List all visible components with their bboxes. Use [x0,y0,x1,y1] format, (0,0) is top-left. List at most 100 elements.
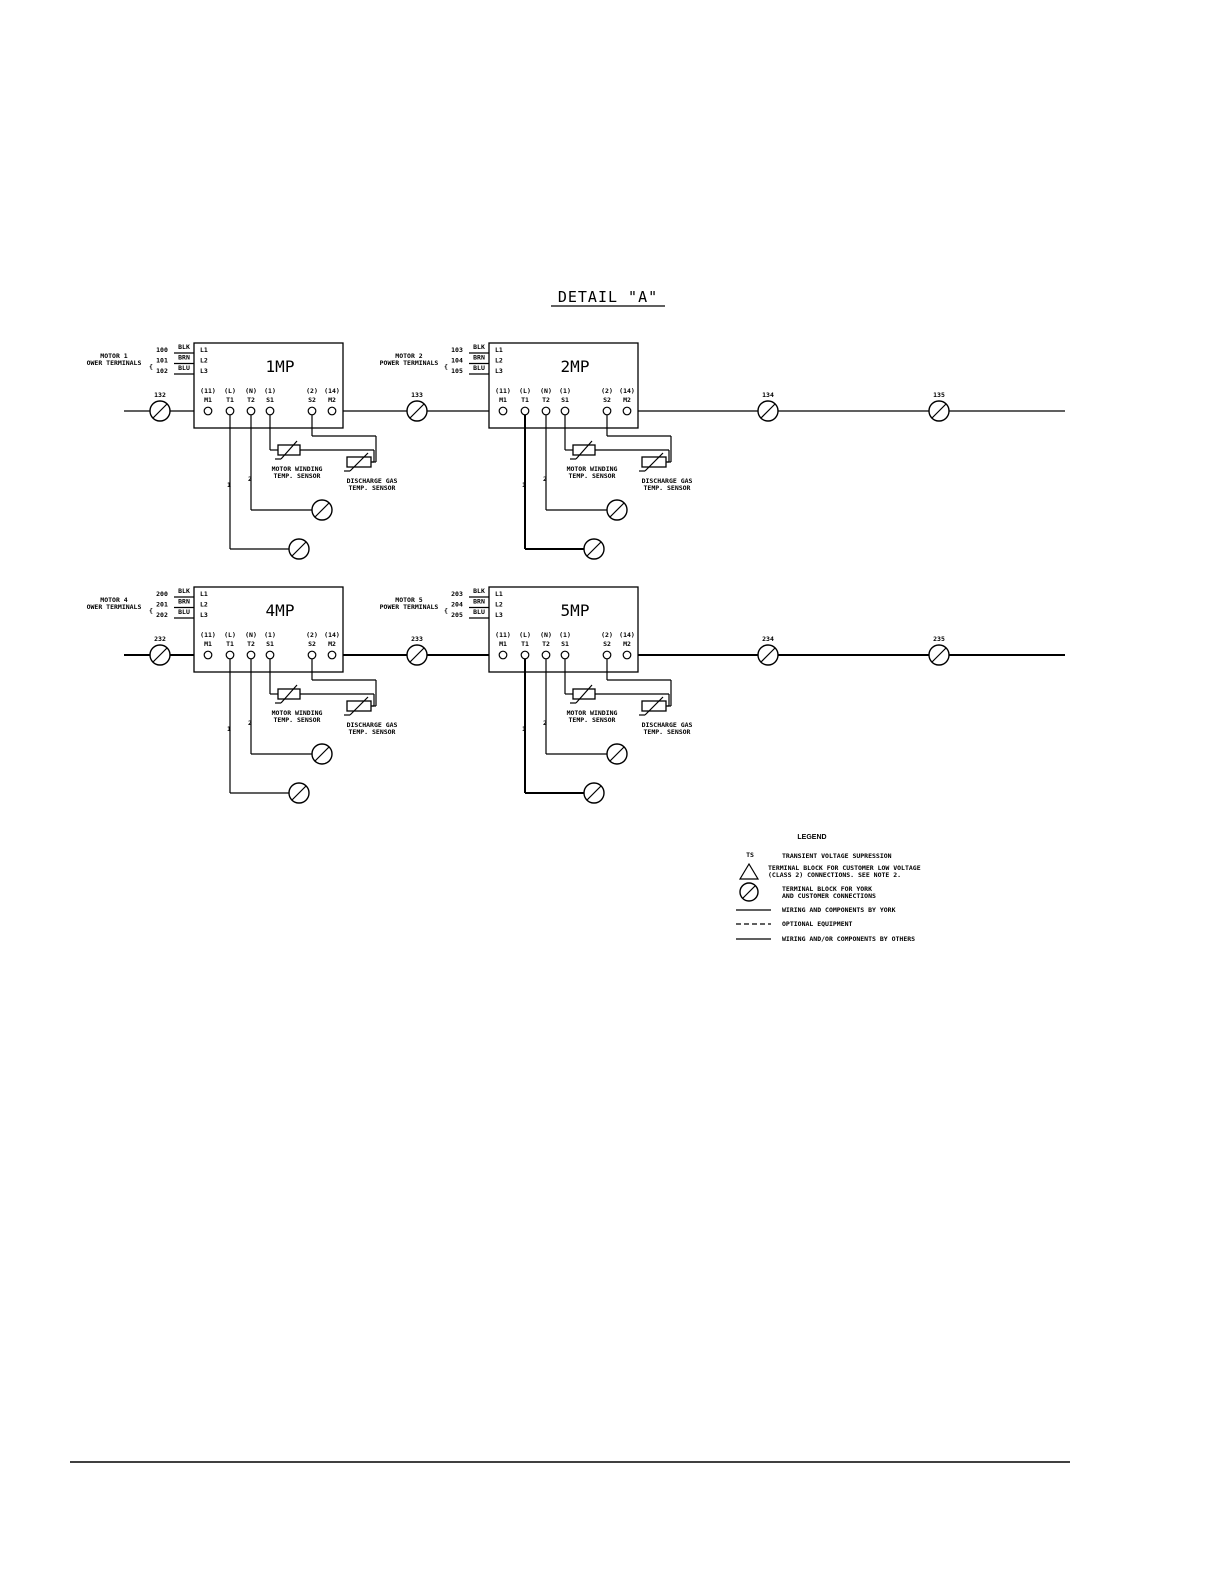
winding-sensor-label: MOTOR WINDING [272,709,323,717]
terminal-slash [760,647,776,663]
terminal-slash [931,647,947,663]
winding-sensor-label: TEMP. SENSOR [569,716,616,724]
terminal-slash [609,746,625,762]
pin-terminal [622,406,632,416]
terminal-slash [609,502,625,518]
terminal-slash [586,541,602,557]
pin-header: (11) [200,631,216,639]
pin-header: (2) [306,387,318,395]
terminal-slash [152,403,168,419]
brace: { [149,363,153,371]
pin-label: S2 [308,396,316,404]
pin-header: (2) [601,387,613,395]
wire-number: 1 [522,725,526,733]
motor-terminals-label: OWER TERMINALS [87,359,142,367]
pin-header: (N) [540,387,552,395]
sensor-slash [575,440,593,460]
motor-label: MOTOR 4 [100,596,127,604]
pin-header: (2) [601,631,613,639]
line-label: L1 [200,346,208,354]
terminal-slash [314,746,330,762]
discharge-sensor-label: DISCHARGE GAS [642,477,693,485]
motor-label: MOTOR 1 [100,352,127,360]
thermistor-icon [639,452,667,472]
sensor-slash [644,452,664,472]
pin-terminal [327,406,337,416]
motor-terminals-label: POWER TERMINALS [380,603,439,611]
legend-title: LEGEND [797,834,826,841]
pin-label: S2 [308,640,316,648]
module-name: 4MP [266,601,295,620]
pin-label: M1 [499,640,507,648]
wire-color: BLU [473,364,485,372]
brace: { [444,363,448,371]
discharge-sensor-label: TEMP. SENSOR [349,728,396,736]
pin-header: (N) [245,387,257,395]
pin-terminal [246,406,256,416]
pin-terminal [520,650,530,660]
pin-label: T2 [542,640,550,648]
pin-header: (L) [519,631,531,639]
pin-header: (1) [559,387,571,395]
winding-sensor-label: MOTOR WINDING [567,709,618,717]
pin-label: M1 [204,396,212,404]
pin-header: (11) [495,631,511,639]
motor-label: MOTOR 2 [395,352,422,360]
wire-color: BRN [473,598,485,606]
terminal-block [288,782,310,804]
power-terminal-number: 203 [451,590,463,598]
discharge-sensor-label: TEMP. SENSOR [644,484,691,492]
line-label: L1 [200,590,208,598]
pin-terminal [307,406,317,416]
wire-number: 2 [248,719,252,727]
brace: { [149,607,153,615]
terminal-slash [409,403,425,419]
line-label: L3 [495,611,503,619]
winding-sensor-label: TEMP. SENSOR [569,472,616,480]
brace: { [444,607,448,615]
thermistor-icon [275,684,301,704]
diagram-title: DETAIL "A" [558,288,658,306]
pin-label: S1 [561,640,569,648]
pin-terminal [327,650,337,660]
terminal-block: 234 [757,635,779,666]
power-terminal-number: 103 [451,346,463,354]
terminal-slash [931,403,947,419]
thermistor-icon [570,684,596,704]
pin-terminal [203,650,213,660]
pin-label: T1 [521,396,529,404]
pin-header: (14) [619,631,635,639]
thermistor-icon [570,440,596,460]
pin-header: (1) [264,387,276,395]
wire-number: 2 [543,719,547,727]
legend-item-text: WIRING AND/OR COMPONENTS BY OTHERS [782,935,915,943]
pin-header: (L) [224,387,236,395]
pin-header: (L) [224,631,236,639]
triangle-icon [738,862,760,880]
power-terminal-number: 102 [156,367,168,375]
terminal-slash [291,785,307,801]
terminal-block [311,499,333,521]
pin-terminal [560,406,570,416]
pin-header: (1) [559,631,571,639]
terminal-block-icon [739,882,759,902]
module-box [488,586,639,673]
pin-terminal [246,650,256,660]
legend-item-text: OPTIONAL EQUIPMENT [782,920,853,928]
pin-label: T2 [247,396,255,404]
wire-color: BRN [178,354,190,362]
pin-terminal [520,406,530,416]
pin-terminal [203,406,213,416]
thermistor-icon [275,440,301,460]
power-terminal-number: 105 [451,367,463,375]
terminal-block: 132 [149,391,171,422]
pin-label: T1 [226,640,234,648]
module-name: 5MP [561,601,590,620]
pin-terminal [498,650,508,660]
pin-label: M1 [499,396,507,404]
